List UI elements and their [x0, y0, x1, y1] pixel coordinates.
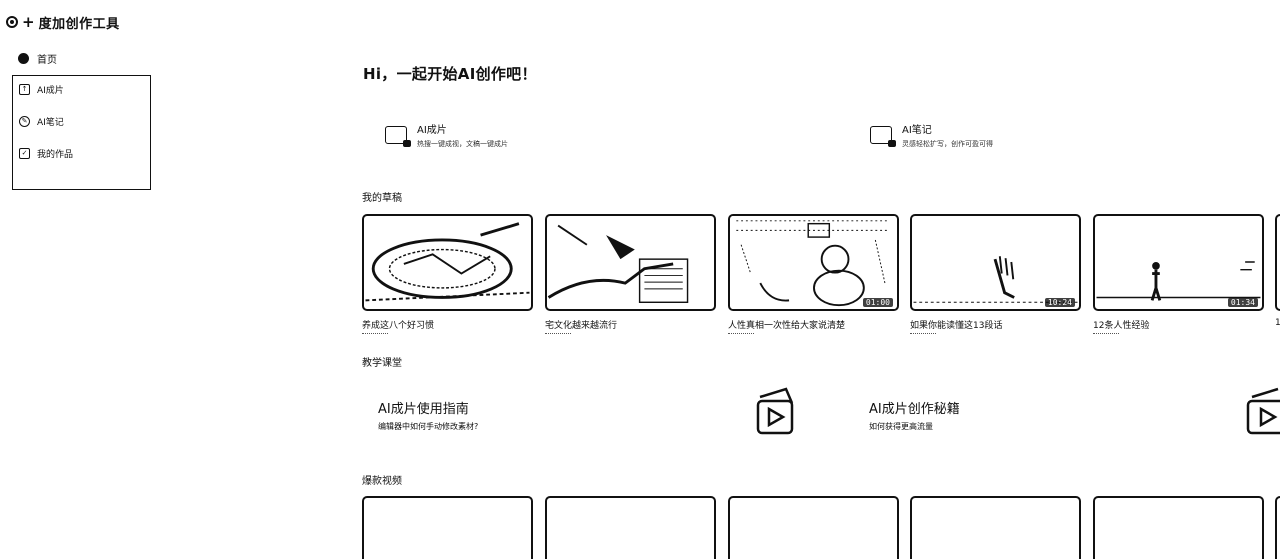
- writing-hands-image: [547, 224, 689, 304]
- hot-video-card[interactable]: [1093, 496, 1264, 559]
- draft-thumbnail[interactable]: 01:00: [728, 214, 899, 311]
- hot-video-card[interactable]: [910, 496, 1081, 559]
- hot-video-card[interactable]: [1275, 496, 1280, 559]
- sidebar-item-home[interactable]: 首页: [18, 50, 57, 66]
- feature-title: AI笔记: [902, 125, 932, 136]
- feature-card-ai-video[interactable]: AI成片 热搜一键成视，文稿一键成片: [385, 118, 508, 152]
- sidebar-item-label: AI成片: [37, 85, 64, 96]
- course-card-secrets[interactable]: AI成片创作秘籍 如何获得更高流量: [869, 398, 960, 432]
- home-icon: [18, 52, 29, 64]
- pen-note-icon: ✎: [19, 115, 30, 127]
- draft-thumbnail[interactable]: 10:24: [910, 214, 1081, 311]
- image-note-icon: [870, 126, 896, 147]
- app-logo[interactable]: + 度加创作工具: [6, 12, 120, 32]
- course-title: AI成片使用指南: [378, 402, 469, 417]
- hot-video-card[interactable]: [362, 496, 533, 559]
- section-title-courses: 教学课堂: [362, 358, 402, 369]
- page-greeting: Hi，一起开始AI创作吧！: [363, 65, 537, 83]
- sidebar-item-label: 我的作品: [37, 149, 74, 160]
- hot-video-card[interactable]: [545, 496, 716, 559]
- section-title-hot-videos: 爆款视频: [362, 476, 402, 487]
- cartoon-figure-image: [731, 216, 896, 309]
- plus-icon: +: [22, 12, 35, 31]
- draft-title[interactable]: 人性真相一次性给大家说清楚: [728, 321, 846, 331]
- draft-meta: [910, 333, 936, 336]
- course-subtitle: 如何获得更高流量: [869, 422, 933, 431]
- draft-thumbnail[interactable]: [1275, 214, 1280, 311]
- video-duration: 01:00: [862, 298, 893, 307]
- draft-thumbnail[interactable]: 01:34: [1093, 214, 1264, 311]
- hand-silhouette-image: [913, 256, 1078, 303]
- play-video-icon: [756, 387, 794, 435]
- sidebar-item-label: AI笔记: [37, 117, 64, 128]
- sidebar-item-label: 首页: [37, 54, 57, 66]
- draft-title[interactable]: 1: [1275, 318, 1280, 328]
- video-upload-icon: [385, 126, 411, 147]
- course-subtitle: 编辑器中如何手动修改素材?: [378, 422, 479, 431]
- video-upload-icon: ↑: [19, 83, 30, 95]
- checklist-icon: ✓: [19, 147, 30, 159]
- feature-subtitle: 热搜一键成视，文稿一键成片: [417, 140, 508, 148]
- feature-title: AI成片: [417, 125, 447, 136]
- app-title: 度加创作工具: [38, 16, 120, 32]
- feature-subtitle: 灵感轻松扩写，创作可盈可得: [902, 140, 993, 148]
- standing-person-image: [1096, 261, 1261, 301]
- section-title-drafts: 我的草稿: [362, 193, 402, 204]
- hot-video-card[interactable]: [728, 496, 899, 559]
- draft-title[interactable]: 宅文化越来越流行: [545, 321, 618, 331]
- play-video-icon: [1246, 387, 1280, 435]
- video-duration: 10:24: [1044, 298, 1075, 307]
- draft-thumbnail[interactable]: [362, 214, 533, 311]
- sidebar-menu-group: ↑ AI成片 ✎ AI笔记 ✓ 我的作品: [12, 75, 151, 190]
- sidebar-item-my-works[interactable]: ✓ 我的作品: [19, 145, 73, 161]
- draft-title[interactable]: 如果你能读懂这13段话: [910, 321, 1003, 331]
- draft-title[interactable]: 养成这八个好习惯: [362, 321, 435, 331]
- sidebar-item-ai-note[interactable]: ✎ AI笔记: [19, 113, 64, 129]
- food-bowl-image: [365, 222, 530, 302]
- sidebar-item-ai-video[interactable]: ↑ AI成片: [19, 81, 64, 97]
- course-card-guide[interactable]: AI成片使用指南 编辑器中如何手动修改素材?: [378, 398, 478, 432]
- logo-icon: [6, 16, 18, 28]
- course-title: AI成片创作秘籍: [869, 402, 960, 417]
- draft-meta: [1093, 333, 1119, 336]
- draft-title[interactable]: 12条人性经验: [1093, 321, 1150, 331]
- draft-meta: [728, 333, 754, 336]
- draft-meta: [545, 333, 571, 336]
- draft-thumbnail[interactable]: [545, 214, 716, 311]
- video-duration: 01:34: [1227, 298, 1258, 307]
- feature-card-ai-note[interactable]: AI笔记 灵感轻松扩写，创作可盈可得: [870, 118, 993, 152]
- draft-meta: [362, 333, 388, 336]
